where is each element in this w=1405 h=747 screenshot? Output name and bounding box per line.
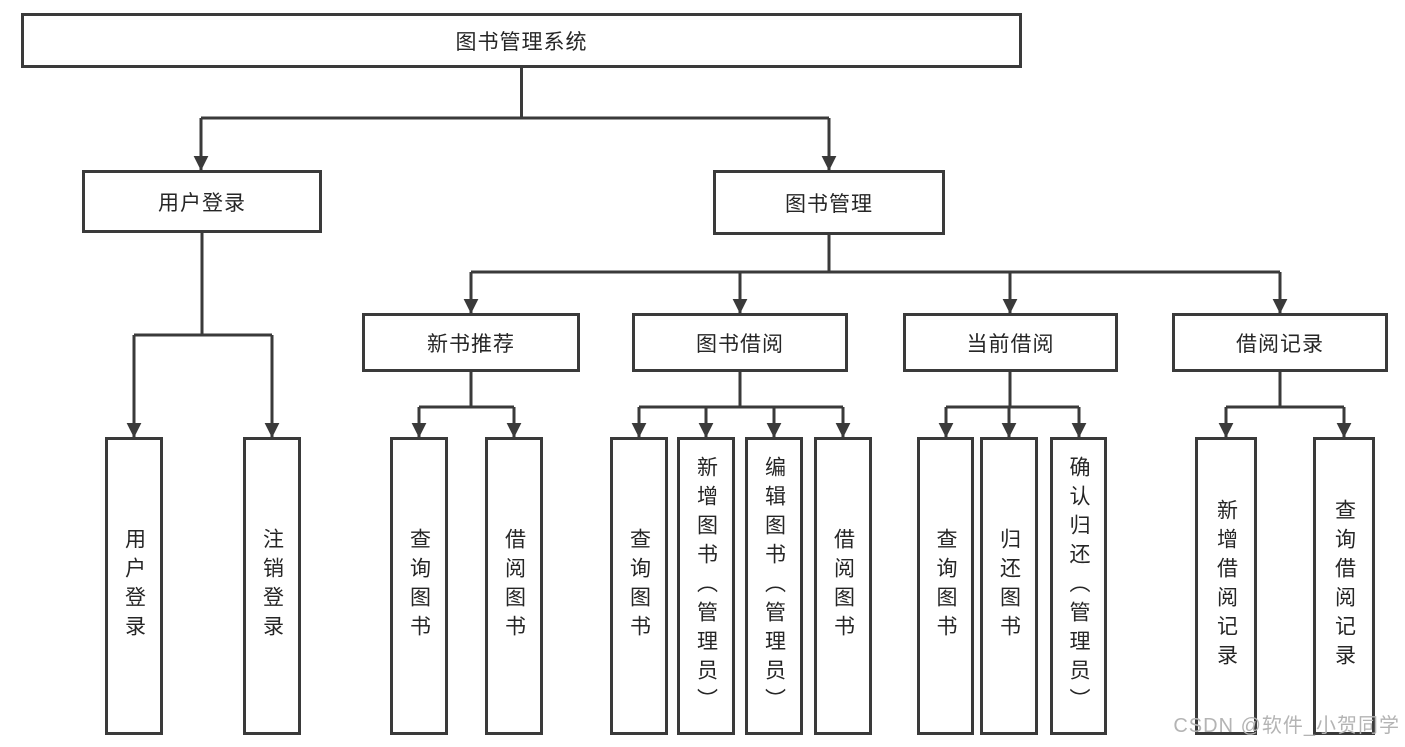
leaf-label: 归还图书: [997, 528, 1021, 644]
node-book-management: 图书管理: [713, 170, 945, 235]
node-label: 新书推荐: [427, 332, 515, 356]
leaf-recommend-borrow-books: 借阅图书: [485, 437, 543, 735]
leaf-current-return-books: 归还图书: [980, 437, 1038, 735]
leaf-label: 查询图书: [627, 528, 651, 644]
node-label: 用户登录: [158, 191, 246, 215]
node-label: 借阅记录: [1236, 332, 1324, 356]
node-label: 图书借阅: [696, 332, 784, 356]
node-borrow-records: 借阅记录: [1172, 313, 1388, 372]
leaf-label: 新增借阅记录: [1214, 499, 1238, 673]
leaf-borrow-borrow-books: 借阅图书: [814, 437, 872, 735]
leaf-label: 查询图书: [934, 528, 957, 644]
node-label: 图书管理系统: [455, 30, 588, 54]
leaf-label: 编辑图书（管理员）: [762, 455, 786, 717]
leaf-records-add-borrow-record: 新增借阅记录: [1195, 437, 1257, 735]
leaf-label: 确认归还（管理员）: [1067, 455, 1090, 717]
leaf-current-confirm-return-admin: 确认归还（管理员）: [1050, 437, 1107, 735]
leaf-label: 借阅图书: [502, 528, 526, 644]
leaf-current-query-books: 查询图书: [917, 437, 974, 735]
leaf-borrow-edit-books-admin: 编辑图书（管理员）: [745, 437, 803, 735]
leaf-user-login: 用户登录: [105, 437, 163, 735]
node-user-login: 用户登录: [82, 170, 322, 233]
node-book-borrow: 图书借阅: [632, 313, 848, 372]
node-current-borrow: 当前借阅: [903, 313, 1118, 372]
node-new-book-recommend: 新书推荐: [362, 313, 580, 372]
leaf-logout: 注销登录: [243, 437, 301, 735]
leaf-recommend-query-books: 查询图书: [390, 437, 448, 735]
csdn-watermark: CSDN @软件_小贺同学: [1173, 715, 1400, 737]
node-label: 图书管理: [785, 192, 873, 216]
leaf-label: 注销登录: [260, 528, 284, 644]
leaf-label: 新增图书（管理员）: [694, 455, 718, 717]
leaf-label: 查询借阅记录: [1332, 499, 1356, 673]
node-label: 当前借阅: [966, 332, 1055, 356]
node-library-management-system: 图书管理系统: [21, 13, 1022, 68]
leaf-label: 借阅图书: [831, 528, 855, 644]
leaf-borrow-query-books: 查询图书: [610, 437, 668, 735]
leaf-label: 查询图书: [407, 528, 431, 644]
leaf-borrow-add-books-admin: 新增图书（管理员）: [677, 437, 735, 735]
leaf-label: 用户登录: [122, 528, 146, 644]
leaf-records-query-borrow-record: 查询借阅记录: [1313, 437, 1375, 735]
